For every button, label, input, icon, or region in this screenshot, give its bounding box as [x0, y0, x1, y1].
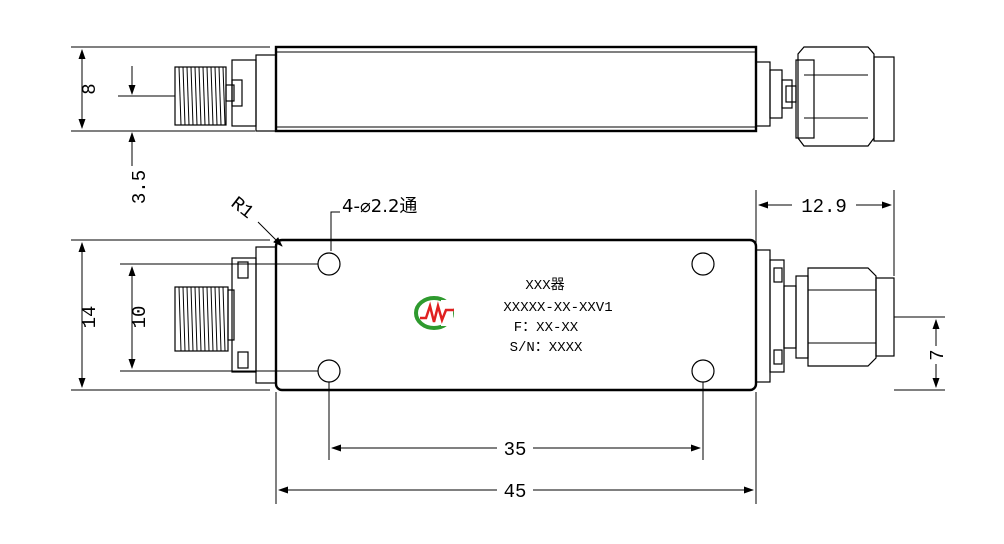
mounting-hole — [691, 252, 715, 276]
thread-line — [218, 286, 222, 352]
dim-top-offset: 3.5 — [129, 170, 151, 204]
hole-spec-note: 4-⌀2.2通 — [342, 196, 417, 217]
label-serial: S/N：XXXX — [510, 340, 583, 356]
mounting-hole — [691, 359, 715, 383]
bottom-view: XXX器 XXXXX-XX-XXV1 F：XX-XX S/N：XXXX 14 1… — [71, 190, 949, 504]
dim-top-height: 8 — [79, 83, 101, 94]
thread-line — [186, 286, 190, 352]
thread-line — [178, 66, 182, 126]
label-model: XXXXX-XX-XXV1 — [503, 300, 612, 316]
corner-radius-note: R1 — [226, 192, 258, 223]
thread-line — [206, 66, 210, 126]
dim-connector-offset: 7 — [927, 349, 949, 360]
thread-line — [206, 286, 210, 352]
thread-line — [194, 66, 198, 126]
thread-line — [190, 286, 194, 352]
thread-line — [182, 66, 186, 126]
dim-connector-length: 12.9 — [801, 196, 847, 218]
thread-line — [178, 286, 182, 352]
thread-line — [218, 66, 222, 126]
thread-line — [198, 66, 202, 126]
thread-line — [202, 66, 206, 126]
bottom-left-connector — [174, 246, 277, 384]
thread-line — [182, 286, 186, 352]
thread-line — [190, 66, 194, 126]
thread-line — [202, 286, 206, 352]
thread-line — [194, 286, 198, 352]
label-frequency: F：XX-XX — [514, 320, 579, 336]
top-right-connector — [755, 46, 895, 147]
mounting-hole — [317, 252, 341, 276]
mounting-hole — [317, 359, 341, 383]
dim-hole-pitch-vertical: 10 — [129, 306, 151, 329]
top-body — [274, 45, 758, 133]
top-view: 8 3.5 — [71, 45, 895, 204]
thread-line — [214, 66, 218, 126]
top-left-connector — [174, 54, 277, 132]
thread-line — [222, 66, 226, 126]
dim-body-length: 45 — [504, 481, 527, 503]
thread-line — [222, 286, 226, 352]
company-logo-icon — [414, 296, 454, 330]
thread-line — [214, 286, 218, 352]
thread-line — [186, 66, 190, 126]
dim-body-height: 14 — [79, 306, 101, 329]
thread-line — [210, 286, 214, 352]
thread-line — [210, 66, 214, 126]
label-name: XXX器 — [525, 278, 564, 294]
thread-line — [198, 286, 202, 352]
bottom-right-connector — [755, 249, 895, 383]
dim-hole-pitch-horizontal: 35 — [504, 439, 527, 461]
